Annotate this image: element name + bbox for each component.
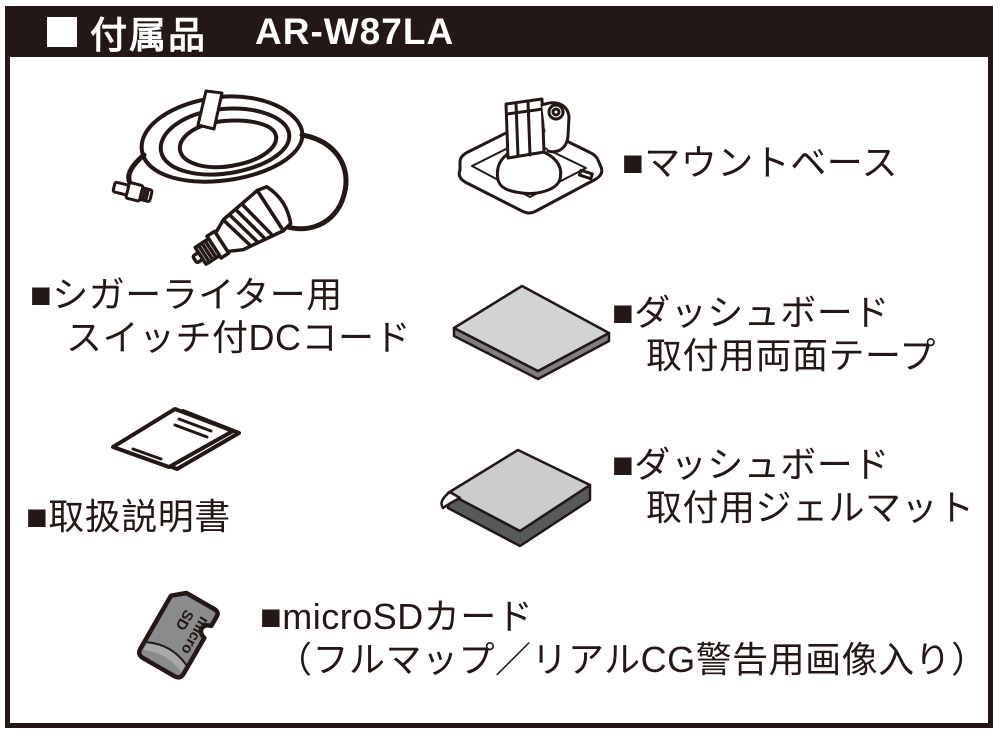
tape-label-line2: 取付用両面テープ bbox=[646, 335, 936, 376]
double-sided-tape-icon bbox=[452, 284, 611, 381]
header-model: AR-W87LA bbox=[255, 10, 455, 52]
mount-base-label-line1: ■マウントベース bbox=[622, 142, 898, 183]
header-bullet-square-icon bbox=[47, 16, 77, 47]
header-title: 付属品 bbox=[90, 14, 207, 56]
dc-cord-label: ■シガーライター用 スイッチ付DCコード bbox=[30, 273, 411, 359]
manual-label-line1: ■取扱説明書 bbox=[26, 496, 231, 537]
microsd-card-icon: micro SD bbox=[136, 590, 220, 680]
dc-cord-label-line2: スイッチ付DCコード bbox=[66, 317, 411, 358]
double-sided-tape-label: ■ダッシュボード 取付用両面テープ bbox=[612, 291, 936, 377]
gel-mat-label-line1: ■ダッシュボード bbox=[612, 444, 890, 485]
header-bar: 付属品 AR-W87LA bbox=[5, 6, 993, 57]
content-box: micro SD ■シガーライター用 スイッチ付DCコード ■マウントベース ■… bbox=[5, 57, 993, 728]
microsd-label-line1: ■microSDカード bbox=[260, 596, 534, 637]
dc-cord-icon bbox=[111, 89, 349, 266]
mount-base-icon bbox=[457, 97, 604, 215]
gel-mat-icon bbox=[440, 448, 592, 548]
tape-label-line1: ■ダッシュボード bbox=[612, 292, 890, 333]
microsd-label: ■microSDカード （フルマップ／リアルCG警告用画像入り） bbox=[260, 595, 988, 681]
mount-base-label: ■マウントベース bbox=[622, 141, 898, 184]
manual-label: ■取扱説明書 bbox=[26, 495, 231, 538]
dc-cord-label-line1: ■シガーライター用 bbox=[30, 274, 343, 315]
accessories-panel: 付属品 AR-W87LA bbox=[5, 6, 993, 728]
manual-icon bbox=[111, 407, 241, 471]
microsd-label-line2: （フルマップ／リアルCG警告用画像入り） bbox=[276, 639, 988, 680]
gel-mat-label: ■ダッシュボード 取付用ジェルマット bbox=[612, 443, 975, 529]
gel-mat-label-line2: 取付用ジェルマット bbox=[646, 487, 975, 528]
